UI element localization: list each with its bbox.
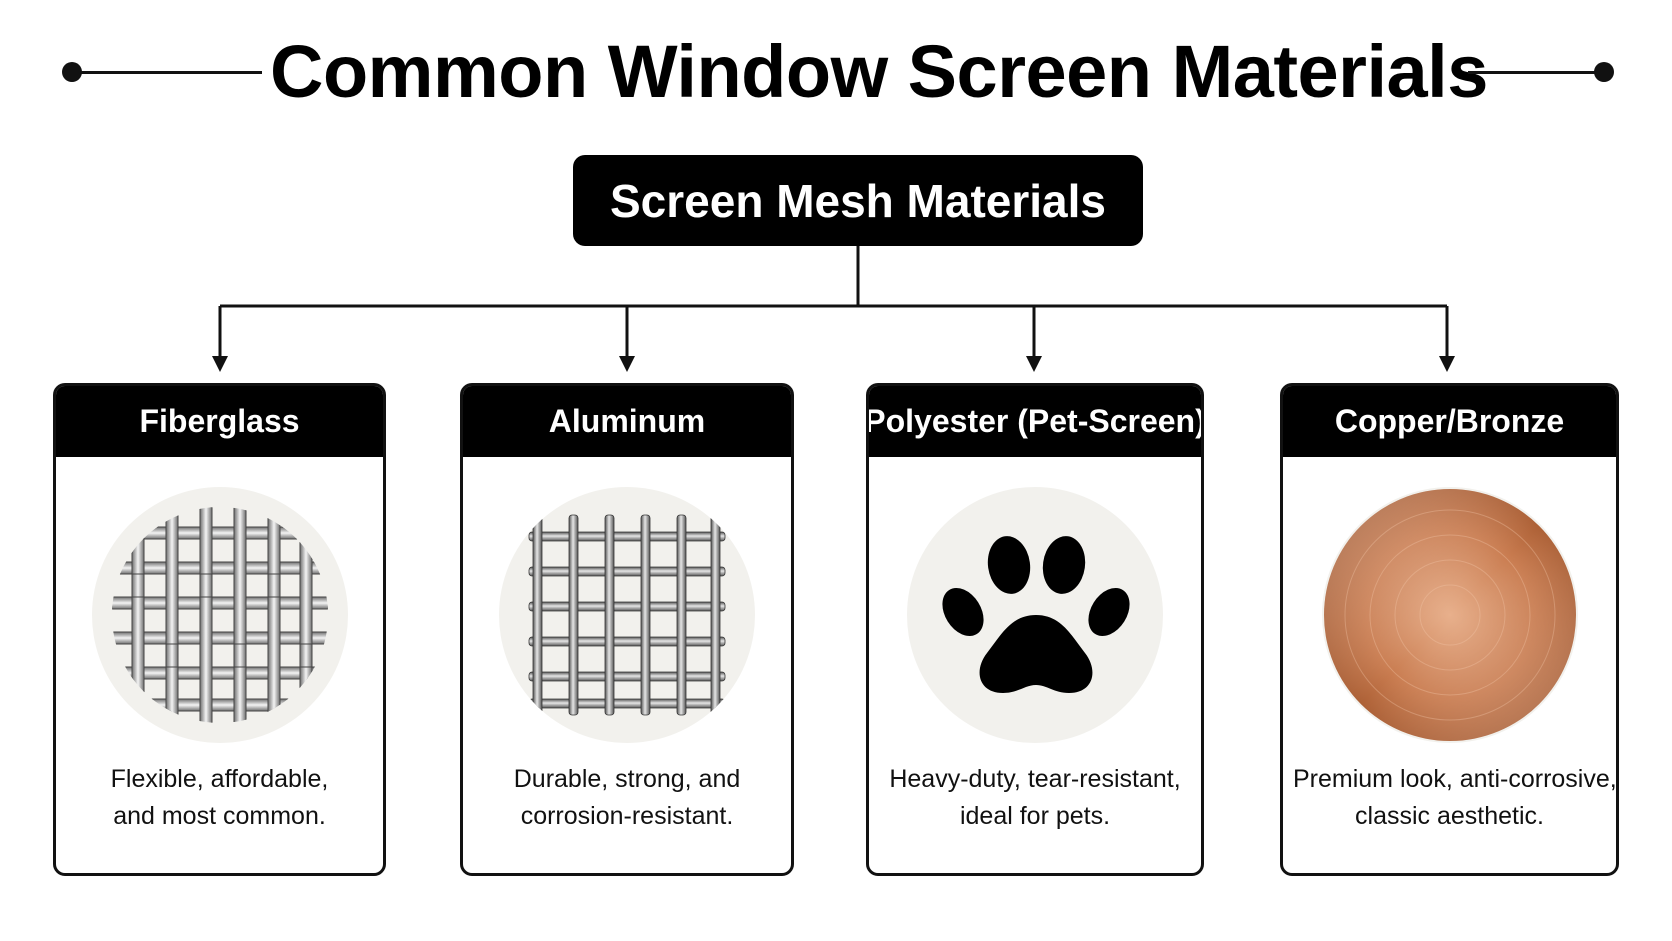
title-rule-left (72, 71, 262, 74)
page-title: Common Window Screen Materials (270, 30, 1488, 113)
title-dot-right (1594, 62, 1614, 82)
woven-mesh-icon (91, 487, 348, 743)
title-row: Common Window Screen Materials (0, 22, 1672, 122)
metal-grid-icon (499, 487, 755, 743)
root-node: Screen Mesh Materials (573, 155, 1143, 246)
arrow-head-2 (619, 356, 635, 372)
title-rule-right (1468, 71, 1602, 74)
arrow-head-1 (212, 356, 228, 372)
card-description: Flexible, affordable, and most common. (110, 765, 329, 830)
paw-print-icon (907, 487, 1163, 743)
arrow-head-4 (1439, 356, 1455, 372)
card-description: Heavy-duty, tear-resistant, ideal for pe… (889, 765, 1181, 830)
material-card-fiberglass: Fiberglass (53, 383, 386, 876)
arrow-head-3 (1026, 356, 1042, 372)
material-card-polyester: Polyester (Pet-Screen) Heavy-duty, tear-… (866, 383, 1204, 876)
material-card-copper-bronze: Copper/Bronze (1280, 383, 1619, 876)
material-card-aluminum: Aluminum (460, 383, 794, 876)
card-description: Durable, strong, and corrosion-resistant… (513, 765, 741, 830)
card-title: Fiberglass (56, 386, 383, 457)
card-title: Polyester (Pet-Screen) (869, 386, 1201, 457)
card-title: Copper/Bronze (1283, 386, 1616, 457)
copper-disc-icon (1321, 487, 1578, 743)
card-description: Premium look, anti-corrosive, classic ae… (1293, 765, 1617, 830)
card-title: Aluminum (463, 386, 791, 457)
